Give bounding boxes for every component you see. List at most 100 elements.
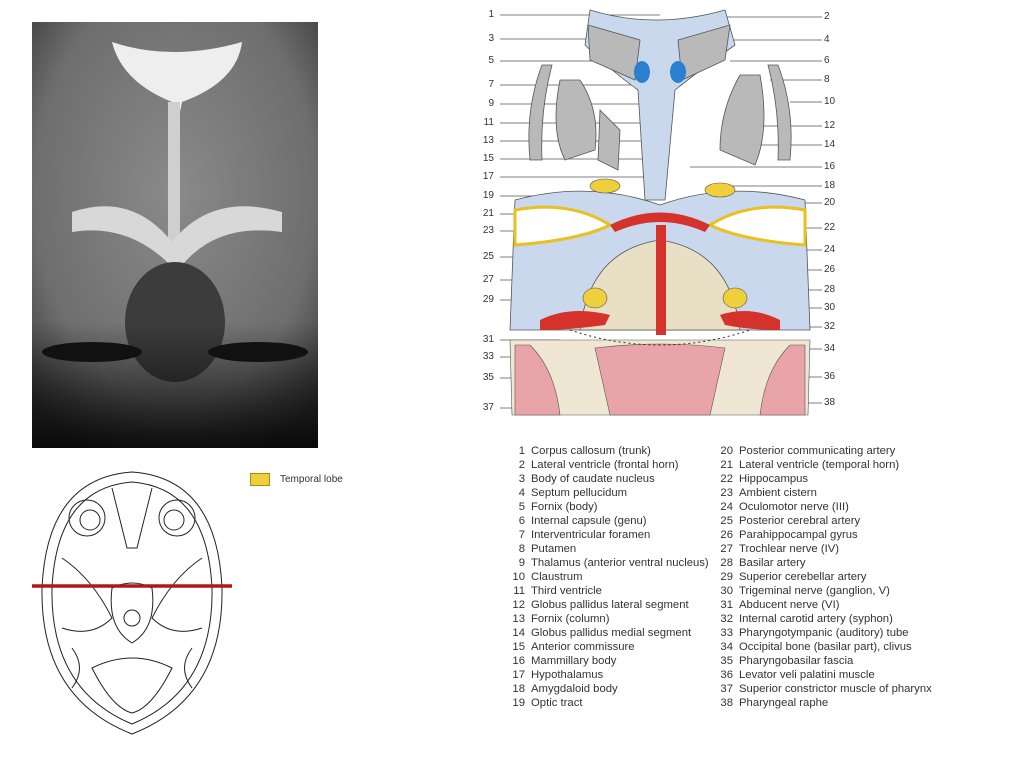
legend-text: Lateral ventricle (frontal horn)	[531, 459, 679, 471]
figure-label: 13	[482, 135, 494, 146]
legend-text: Body of caudate nucleus	[531, 473, 655, 485]
legend-item: 17 Hypothalamus	[505, 668, 735, 682]
figure-label: 8	[824, 74, 830, 85]
legend-item: 36 Levator veli palatini muscle	[713, 668, 943, 682]
legend-item: 9 Thalamus (anterior ventral nucleus)	[505, 556, 735, 570]
coronal-schematic-diagram	[470, 0, 850, 420]
legend-text: Thalamus (anterior ventral nucleus)	[531, 557, 709, 569]
legend-text: Posterior communicating artery	[739, 445, 896, 457]
legend-text: Levator veli palatini muscle	[739, 669, 875, 681]
legend-text: Ambient cistern	[739, 487, 817, 499]
figure-label: 21	[482, 208, 494, 219]
legend-number: 35	[720, 655, 733, 667]
figure-label: 7	[488, 79, 494, 90]
figure-label: 4	[824, 34, 830, 45]
legend-item: 6 Internal capsule (genu)	[505, 514, 735, 528]
legend-number: 1	[518, 445, 525, 457]
legend-text: Globus pallidus medial segment	[531, 627, 692, 639]
figure-label: 29	[482, 294, 494, 305]
legend-number: 2	[518, 459, 525, 471]
legend-number: 19	[512, 697, 525, 709]
legend-text: Posterior cerebral artery	[739, 515, 861, 527]
figure-label: 35	[482, 372, 494, 383]
legend-number: 38	[720, 697, 733, 709]
legend-text: Abducent nerve (VI)	[739, 599, 840, 611]
legend-text: Fornix (column)	[531, 613, 610, 625]
legend-number: 30	[720, 585, 733, 597]
figure-label: 37	[482, 402, 494, 413]
legend-item: 13 Fornix (column)	[505, 612, 735, 626]
legend-number: 28	[720, 557, 733, 569]
legend-number: 21	[720, 459, 733, 471]
legend-number: 9	[518, 557, 525, 569]
legend-number: 10	[512, 571, 525, 583]
legend-number: 24	[720, 501, 733, 513]
legend-text: Internal capsule (genu)	[531, 515, 647, 527]
figure-label: 1	[488, 9, 494, 20]
legend-item: 5 Fornix (body)	[505, 500, 735, 514]
legend-item: 16 Mammillary body	[505, 654, 735, 668]
legend-number: 8	[518, 543, 525, 555]
legend-number: 29	[720, 571, 733, 583]
mri-coronal-image	[32, 22, 318, 448]
legend-number: 5	[518, 501, 525, 513]
legend-text: Globus pallidus lateral segment	[531, 599, 689, 611]
legend-number: 16	[512, 655, 525, 667]
legend-text: Pharyngeal raphe	[739, 697, 829, 709]
figure-label: 2	[824, 11, 830, 22]
figure-label: 33	[482, 351, 494, 362]
legend-text: Pharyngotympanic (auditory) tube	[739, 627, 909, 639]
legend-text: Mammillary body	[531, 655, 617, 667]
legend-text: Internal carotid artery (syphon)	[739, 613, 893, 625]
figure-label: 36	[824, 371, 836, 382]
legend-text: Amygdaloid body	[531, 683, 618, 695]
legend-number: 32	[720, 613, 733, 625]
legend-number: 33	[720, 627, 733, 639]
legend-number: 26	[720, 529, 733, 541]
figure-label: 20	[824, 197, 836, 208]
legend-item: 10 Claustrum	[505, 570, 735, 584]
legend-number: 22	[720, 473, 733, 485]
figure-label: 27	[482, 274, 494, 285]
legend-text: Septum pellucidum	[531, 487, 628, 499]
legend-number: 13	[512, 613, 525, 625]
legend-text: Hypothalamus	[531, 669, 604, 681]
legend-column-left: 1 Corpus callosum (trunk) 2 Lateral ventric…	[505, 444, 735, 710]
figure-label: 28	[824, 284, 836, 295]
legend-text: Trigeminal nerve (ganglion, V)	[739, 585, 890, 597]
figure-label: 18	[824, 180, 836, 191]
legend-text: Interventricular foramen	[531, 529, 651, 541]
legend-text: Fornix (body)	[531, 501, 598, 513]
legend-text: Putamen	[531, 543, 577, 555]
legend-number: 37	[720, 683, 733, 695]
legend-number: 7	[518, 529, 525, 541]
temporal-lobe-label: Temporal lobe	[280, 474, 343, 485]
legend-number: 17	[512, 669, 525, 681]
figure-label: 15	[482, 153, 494, 164]
legend-text: Optic tract	[531, 697, 583, 709]
legend-number: 11	[513, 585, 525, 597]
legend-item: 19 Optic tract	[505, 696, 735, 710]
legend-text: Corpus callosum (trunk)	[531, 445, 651, 457]
legend-item: 8 Putamen	[505, 542, 735, 556]
legend-text: Claustrum	[531, 571, 583, 583]
legend-item: 32 Internal carotid artery (syphon)	[713, 612, 943, 626]
legend-number: 6	[518, 515, 525, 527]
legend-number: 14	[512, 627, 525, 639]
legend-item: 30 Trigeminal nerve (ganglion, V)	[713, 584, 943, 598]
figure-label: 16	[824, 161, 836, 172]
legend-number: 36	[720, 669, 733, 681]
legend-item: 7 Interventricular foramen	[505, 528, 735, 542]
